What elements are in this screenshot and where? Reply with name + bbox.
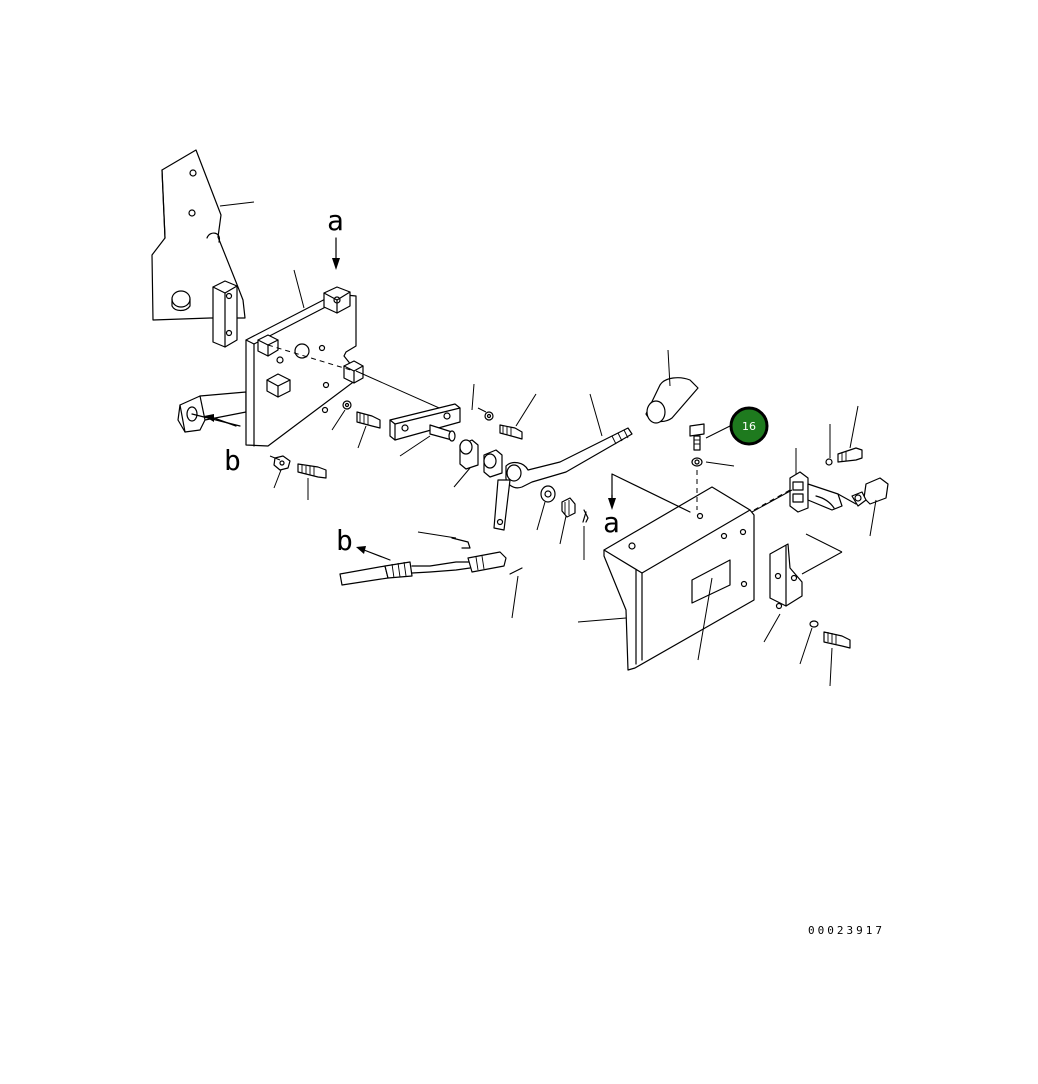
main-plate <box>245 286 456 447</box>
view-label-a-right: a <box>603 506 620 539</box>
callout-label: 16 <box>742 420 756 433</box>
view-label-b-cable: b <box>336 524 353 557</box>
box-bolts <box>689 423 863 649</box>
bushings <box>459 439 503 478</box>
view-arrow-a-top <box>332 237 340 270</box>
small-l-bracket <box>769 543 803 610</box>
view-arrow-b-cable <box>356 546 391 561</box>
view-arrow-a-right <box>608 473 691 513</box>
right-box-bracket <box>603 486 755 671</box>
view-label-a-top: a <box>327 204 344 237</box>
upper-bolt-washer <box>484 411 523 440</box>
switch-assembly <box>789 471 889 513</box>
circle-callout-icon <box>729 406 769 446</box>
spacer-block <box>212 280 238 348</box>
link-plate <box>389 403 461 442</box>
control-cable <box>339 537 523 586</box>
lever-grip <box>645 377 699 424</box>
view-arrow-b-left <box>204 414 237 427</box>
part-callout-16[interactable]: 16 <box>729 406 769 446</box>
drawing-number: 00023917 <box>808 924 885 937</box>
left-mounting-bracket <box>151 149 246 321</box>
lower-left-bracket <box>177 391 247 433</box>
control-lever <box>493 427 633 531</box>
leader-lines <box>219 201 877 687</box>
view-label-b-left: b <box>224 444 241 477</box>
washer-nut-pin <box>540 485 589 523</box>
